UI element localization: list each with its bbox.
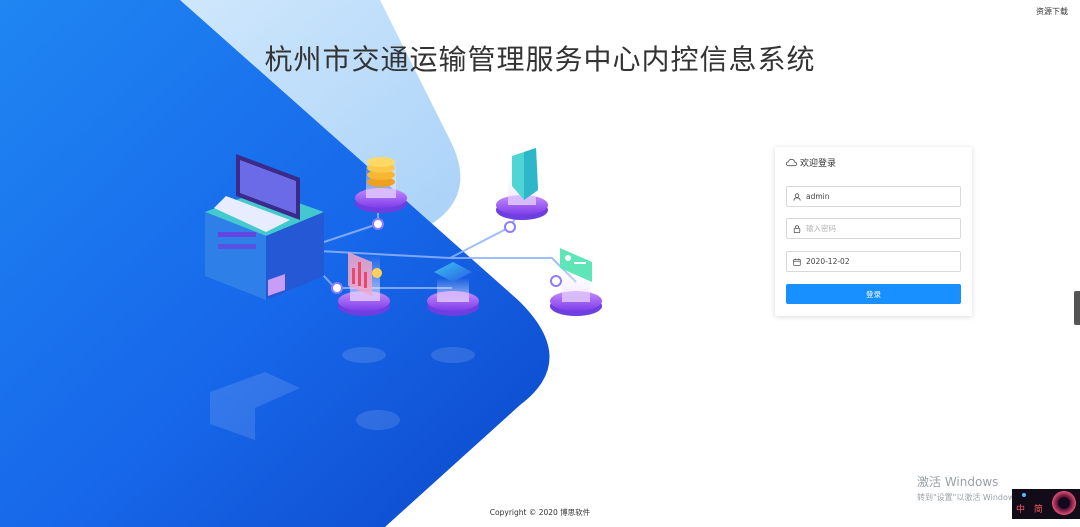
- lock-icon: [793, 224, 801, 233]
- password-input[interactable]: [806, 219, 956, 238]
- username-input[interactable]: [806, 187, 956, 206]
- calendar-icon: [793, 258, 801, 266]
- page-title: 杭州市交通运输管理服务中心内控信息系统: [264, 43, 816, 76]
- input-method-tray[interactable]: 中 简: [1012, 489, 1080, 519]
- windows-activation-watermark: 激活 Windows 转到"设置"以激活 Windows。: [917, 473, 1027, 503]
- input-method-label: 中 简: [1016, 505, 1046, 515]
- cloud-icon: [786, 158, 797, 166]
- username-field[interactable]: [786, 186, 961, 207]
- network-illustration: [205, 148, 602, 440]
- date-field[interactable]: [786, 251, 961, 272]
- login-button[interactable]: 登录: [786, 284, 961, 304]
- tray-planet-icon: [1022, 491, 1076, 515]
- download-link[interactable]: 资源下载: [1036, 7, 1068, 16]
- user-icon: [793, 192, 801, 201]
- activation-hint: 转到"设置"以激活 Windows。: [917, 493, 1027, 502]
- login-header: 欢迎登录: [786, 155, 836, 169]
- activation-title: 激活 Windows: [917, 475, 999, 489]
- password-field[interactable]: [786, 218, 961, 239]
- login-card: 欢迎登录 登录: [775, 147, 972, 316]
- date-input[interactable]: [806, 252, 956, 271]
- side-drawer-handle[interactable]: [1074, 291, 1080, 325]
- login-heading: 欢迎登录: [800, 158, 837, 169]
- copyright-text: Copyright © 2020 博思软件: [489, 508, 591, 517]
